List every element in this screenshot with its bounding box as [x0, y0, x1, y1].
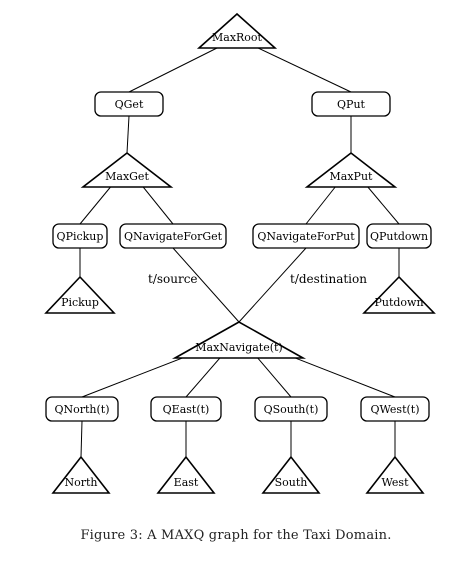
rounded-box-shape [52, 223, 108, 249]
max-node-north: North [51, 455, 111, 494]
triangle-shape [261, 455, 321, 494]
q-node-qnavget: QNavigateForGet [119, 223, 227, 249]
triangle-shape [51, 455, 111, 494]
max-node-maxnav: MaxNavigate(t) [171, 321, 307, 359]
triangle-shape [171, 321, 307, 359]
q-node-qputdown: QPutdown [366, 223, 432, 249]
edge-label-qnavput: t/destination [290, 272, 367, 286]
rounded-box-shape [311, 91, 391, 117]
max-node-maxput: MaxPut [304, 151, 398, 188]
node-label-maxput: MaxPut [330, 170, 374, 183]
node-label-qget: QGet [115, 98, 144, 111]
triangle-shape [44, 275, 116, 314]
rounded-box-shape [360, 396, 430, 422]
node-label-east: East [174, 476, 199, 489]
triangle-shape [304, 151, 398, 188]
node-label-west: West [382, 476, 410, 489]
node-label-south: South [275, 476, 308, 489]
q-node-qwest: QWest(t) [360, 396, 430, 422]
rounded-box-shape [366, 223, 432, 249]
triangle-shape [196, 12, 278, 49]
node-label-qnorth: QNorth(t) [54, 403, 109, 416]
node-label-qsouth: QSouth(t) [264, 403, 319, 416]
node-label-qnavput: QNavigateForPut [257, 230, 355, 243]
q-node-qget: QGet [94, 91, 164, 117]
triangle-shape [365, 455, 425, 494]
max-node-maxroot: MaxRoot [196, 12, 278, 49]
max-node-east: East [156, 455, 216, 494]
node-label-maxroot: MaxRoot [212, 31, 263, 44]
rounded-box-shape [45, 396, 119, 422]
node-label-putdown: Putdown [374, 296, 423, 309]
node-label-maxnav: MaxNavigate(t) [195, 341, 282, 354]
max-node-pickup: Pickup [44, 275, 116, 314]
edge-qget-to-maxget [126, 115, 130, 154]
node-label-north: North [64, 476, 97, 489]
node-label-qnavget: QNavigateForGet [124, 230, 223, 243]
node-label-maxget: MaxGet [105, 170, 149, 183]
q-node-qpickup: QPickup [52, 223, 108, 249]
rounded-box-shape [119, 223, 227, 249]
max-node-west: West [365, 455, 425, 494]
triangle-shape [362, 275, 436, 314]
rounded-box-shape [254, 396, 328, 422]
node-label-qwest: QWest(t) [370, 403, 419, 416]
triangle-shape [80, 151, 174, 188]
max-node-putdown: Putdown [362, 275, 436, 314]
q-node-qsouth: QSouth(t) [254, 396, 328, 422]
edge-qnavget-to-maxnav [172, 247, 240, 323]
edge-qnorth-to-north [80, 420, 83, 458]
node-label-qeast: QEast(t) [163, 403, 210, 416]
rounded-box-shape [150, 396, 222, 422]
figure-caption: Figure 3: A MAXQ graph for the Taxi Doma… [80, 528, 392, 543]
rounded-box-shape [252, 223, 360, 249]
node-label-qput: QPut [337, 98, 366, 111]
max-node-maxget: MaxGet [80, 151, 174, 188]
rounded-box-shape [94, 91, 164, 117]
q-node-qnorth: QNorth(t) [45, 396, 119, 422]
max-node-south: South [261, 455, 321, 494]
node-label-qputdown: QPutdown [370, 230, 428, 243]
q-node-qnavput: QNavigateForPut [252, 223, 360, 249]
node-label-qpickup: QPickup [57, 230, 104, 243]
node-label-pickup: Pickup [61, 296, 99, 309]
triangle-shape [156, 455, 216, 494]
edge-label-qnavget: t/source [148, 272, 198, 286]
edge-qnavput-to-maxnav [238, 247, 307, 323]
q-node-qeast: QEast(t) [150, 396, 222, 422]
q-node-qput: QPut [311, 91, 391, 117]
